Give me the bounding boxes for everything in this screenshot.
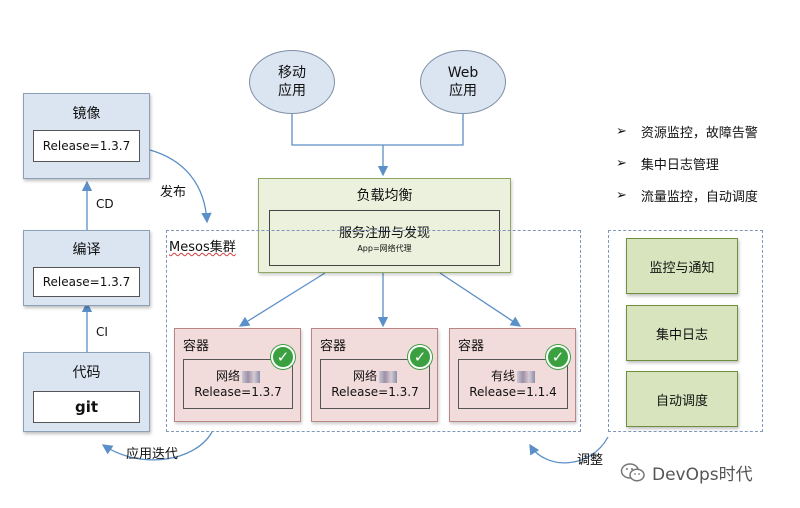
bullet-item: ➢流量监控，自动调度 bbox=[616, 188, 758, 205]
image-box: 镜像 Release=1.3.7 bbox=[23, 93, 150, 179]
cd-label: CD bbox=[96, 197, 114, 211]
container-title: 容器 bbox=[183, 339, 210, 354]
service-title: 服务注册与发现 bbox=[338, 226, 430, 241]
bullet-item: ➢资源监控，故障告警 bbox=[616, 124, 758, 141]
mesos-label: Mesos集群 bbox=[169, 240, 236, 255]
container-release: Release=1.3.7 bbox=[194, 385, 282, 399]
code-box: 代码 git bbox=[23, 352, 150, 432]
wechat-icon bbox=[620, 462, 645, 482]
web-app-ellipse: Web 应用 bbox=[420, 50, 506, 114]
container-card: 容器 网络 Release=1.3.7 ✓ bbox=[174, 328, 301, 422]
ops-box-schedule: 自动调度 bbox=[626, 371, 738, 427]
check-icon: ✓ bbox=[408, 345, 432, 369]
container-name: 网络 bbox=[215, 369, 240, 383]
bullet-item: ➢集中日志管理 bbox=[616, 156, 719, 173]
container-release: Release=1.1.4 bbox=[469, 385, 557, 399]
code-title: 代码 bbox=[72, 365, 101, 381]
code-git: git bbox=[33, 391, 140, 423]
load-balancer-box: 负载均衡 服务注册与发现 App=网络代理 bbox=[258, 178, 511, 273]
ops-box-logs: 集中日志 bbox=[626, 305, 738, 361]
mobile-line bbox=[291, 108, 383, 146]
adjust-label: 调整 bbox=[577, 453, 604, 468]
ci-label: CI bbox=[96, 325, 108, 339]
compile-title: 编译 bbox=[72, 242, 101, 258]
web-line2: 应用 bbox=[449, 83, 477, 99]
mobile-line1: 移动 bbox=[278, 65, 306, 81]
container-card: 容器 网络 Release=1.3.7 ✓ bbox=[311, 328, 438, 422]
lb-to-c3-arrow bbox=[439, 272, 522, 327]
publish-label: 发布 bbox=[160, 185, 187, 200]
arrow-bullet-icon: ➢ bbox=[616, 124, 627, 139]
watermark: DevOps时代 bbox=[620, 460, 753, 485]
lb-title: 负载均衡 bbox=[356, 188, 413, 204]
mobile-app-ellipse: 移动 应用 bbox=[249, 50, 335, 114]
service-discovery-box: 服务注册与发现 App=网络代理 bbox=[269, 210, 500, 266]
check-icon: ✓ bbox=[546, 345, 570, 369]
compile-box: 编译 Release=1.3.7 bbox=[23, 230, 150, 306]
watermark-text: DevOps时代 bbox=[652, 465, 753, 485]
container-name: 有线 bbox=[490, 369, 515, 383]
container-card: 容器 有线 Release=1.1.4 ✓ bbox=[449, 328, 576, 422]
container-inner: 有线 Release=1.1.4 bbox=[458, 359, 568, 409]
iterate-label: 应用迭代 bbox=[126, 447, 179, 462]
container-title: 容器 bbox=[320, 339, 347, 354]
service-sub: App=网络代理 bbox=[357, 244, 412, 253]
container-release: Release=1.3.7 bbox=[331, 385, 419, 399]
ops-panel bbox=[608, 230, 763, 432]
mesos-cluster bbox=[166, 230, 581, 432]
arrow-bullet-icon: ➢ bbox=[616, 156, 627, 171]
mobile-line2: 应用 bbox=[278, 83, 306, 99]
container-inner: 网络 Release=1.3.7 bbox=[320, 359, 430, 409]
arrow-bullet-icon: ➢ bbox=[616, 188, 627, 203]
image-title: 镜像 bbox=[72, 106, 101, 122]
publish-arrow bbox=[149, 149, 212, 224]
blurred-text bbox=[242, 370, 260, 383]
lb-to-c1-arrow bbox=[238, 272, 326, 327]
web-line1: Web bbox=[447, 65, 479, 81]
iterate-arrow bbox=[101, 431, 213, 461]
ops-box-monitor: 监控与通知 bbox=[626, 238, 738, 294]
container-inner: 网络 Release=1.3.7 bbox=[183, 359, 293, 409]
ops-bullets: ➢资源监控，故障告警 ➢集中日志管理 ➢流量监控，自动调度 bbox=[616, 122, 758, 205]
compile-release: Release=1.3.7 bbox=[33, 267, 140, 297]
container-title: 容器 bbox=[458, 339, 485, 354]
check-icon: ✓ bbox=[271, 345, 295, 369]
adjust-arrow bbox=[529, 436, 609, 464]
container-name: 网络 bbox=[352, 369, 377, 383]
blurred-text bbox=[517, 370, 535, 383]
blurred-text bbox=[379, 370, 397, 383]
image-release: Release=1.3.7 bbox=[33, 130, 140, 162]
web-line bbox=[383, 108, 464, 146]
